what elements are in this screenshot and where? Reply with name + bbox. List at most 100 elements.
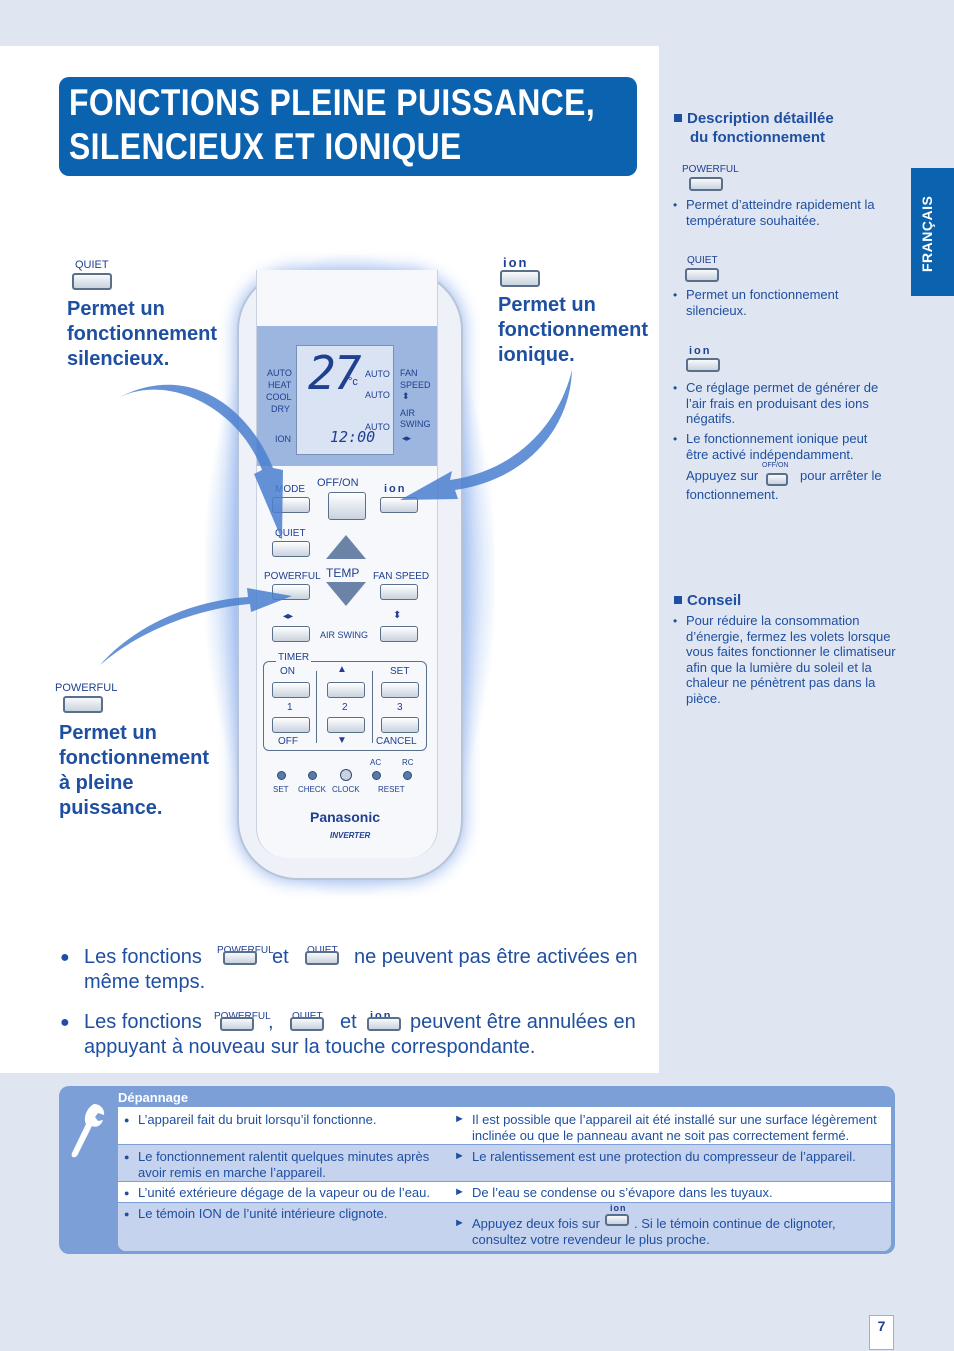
trouble-ion-label: ion: [610, 1203, 627, 1213]
lcd-air: AIR: [400, 408, 416, 418]
arrow-right-icon: ►: [454, 1113, 465, 1125]
arrow-quiet-icon: [118, 384, 283, 540]
timer-set-button[interactable]: [381, 682, 419, 698]
rc-ion-desc-3a: Appuyez sur: [686, 468, 759, 483]
remote-set-label: SET: [390, 666, 410, 677]
timer-on-button[interactable]: [272, 682, 310, 698]
remote-ion-button[interactable]: [380, 497, 418, 513]
page-title: FONCTIONS PLEINE PUISSANCE, SILENCIEUX E…: [59, 77, 637, 176]
lcd-fan-arrows-icon: ⬍: [402, 391, 410, 401]
remote-set2-label: SET: [273, 785, 289, 794]
ion-button-icon: [500, 270, 540, 287]
remote-fanspeed-button[interactable]: [380, 584, 418, 600]
trouble-ion-icon: [605, 1214, 629, 1226]
timer-cancel-button[interactable]: [381, 717, 419, 733]
rc-powerful-icon: [689, 177, 723, 191]
lcd-swing: SWING: [400, 419, 431, 429]
lcd-fan: FAN: [400, 368, 418, 378]
remote-quiet-button[interactable]: [272, 541, 310, 557]
swing-horizontal-icon: ◂▸: [283, 611, 294, 622]
remote-off-label: OFF: [278, 736, 298, 747]
set-dot-button[interactable]: [277, 771, 286, 780]
clock-button[interactable]: [340, 769, 352, 781]
description-heading: Description détaillée du fonctionnement: [674, 109, 834, 147]
bullet-icon: ●: [60, 1014, 70, 1031]
lcd-clock: 12:00: [330, 428, 376, 446]
remote-rc-label: RC: [402, 758, 414, 767]
note2-powerful-icon: [220, 1017, 254, 1031]
bullet-icon: ●: [124, 1115, 130, 1125]
powerful-callout: Permet un fonctionnement à pleine puissa…: [59, 722, 209, 819]
rc-powerful-label: POWERFUL: [682, 164, 739, 175]
rc-reset-dot-button[interactable]: [403, 771, 412, 780]
timer-divider-1: [316, 671, 317, 743]
arrow-powerful-icon: [100, 588, 292, 665]
temp-up-icon[interactable]: [326, 535, 366, 559]
timer-up-button[interactable]: [327, 682, 365, 698]
remote-fanspeed-label: FAN SPEED: [373, 571, 430, 582]
note2-quiet-label: QUIET: [292, 1004, 323, 1029]
powerful-button-icon: [63, 696, 103, 713]
tip-heading: Conseil: [674, 591, 741, 610]
rc-bullet-2: •: [673, 288, 678, 302]
quiet-button-label: QUIET: [75, 259, 109, 271]
rc-ion-desc-1: Ce réglage permet de générer de l’air fr…: [686, 380, 879, 426]
timer-divider-2: [372, 671, 373, 743]
remote-on-label: ON: [280, 666, 295, 677]
note1-powerful-icon: [223, 951, 257, 965]
note2-ion-icon: [367, 1017, 401, 1031]
timer-off-button[interactable]: [272, 717, 310, 733]
rc-quiet-desc: Permet un fonctionnement silencieux.: [686, 287, 839, 318]
remote-quiet-label: QUIET: [275, 528, 306, 539]
lcd-auto-2: AUTO: [365, 390, 390, 400]
quiet-callout: Permet un fonctionnement silencieux.: [67, 298, 217, 370]
remote-temp-label: TEMP: [326, 566, 360, 580]
remote-clock-label: CLOCK: [332, 785, 360, 794]
ac-reset-dot-button[interactable]: [372, 771, 381, 780]
lcd-auto-3: AUTO: [365, 422, 390, 432]
remote-check-label: CHECK: [298, 785, 327, 794]
remote-n1-label: 1: [287, 702, 293, 713]
remote-ion-label: ion: [384, 483, 407, 495]
title-line-2: SILENCIEUX ET IONIQUE: [69, 126, 462, 167]
rc-ion-icon: [686, 358, 720, 372]
lcd-screen: [296, 345, 394, 455]
rc-powerful-desc: Permet d’atteindre rapidement la tempéra…: [686, 197, 875, 228]
remote-reset-label: RESET: [378, 785, 405, 794]
remote-powerful-label: POWERFUL: [264, 571, 321, 582]
inverter-label: INVERTER: [330, 831, 371, 840]
page-number: 7: [869, 1315, 894, 1350]
remote-offon-button[interactable]: [328, 492, 366, 520]
bullet-icon: ●: [124, 1188, 130, 1198]
check-dot-button[interactable]: [308, 771, 317, 780]
arrow-right-icon: ►: [454, 1186, 465, 1198]
wrench-icon: [71, 1104, 105, 1158]
remote-mode-label: MODE: [275, 484, 305, 495]
rc-ion-desc-3c: fonctionnement.: [686, 487, 779, 502]
swing-vertical-icon: ⬍: [393, 610, 402, 621]
remote-swing-h-button[interactable]: [272, 626, 310, 642]
table-row: ● L’appareil fait du bruit lorsqu’il fon…: [118, 1107, 891, 1145]
lcd-auto-1: AUTO: [365, 369, 390, 379]
timer-down-button[interactable]: [327, 717, 365, 733]
remote-offon-label: OFF/ON: [317, 477, 359, 489]
powerful-button-label: POWERFUL: [55, 682, 118, 694]
remote-airswing-label: AIR SWING: [320, 630, 369, 640]
temp-down-icon[interactable]: [326, 582, 366, 606]
tip-text: Pour réduire la consommation d’énergie, …: [686, 613, 896, 706]
lcd-mode-cool: COOL: [266, 392, 292, 402]
arrow-right-icon: ►: [454, 1150, 465, 1162]
lcd-mode-dry: DRY: [271, 404, 290, 414]
rc-offon-label: OFF/ON: [762, 462, 789, 469]
remote-swing-v-button[interactable]: [380, 626, 418, 642]
lcd-ion: ION: [275, 434, 292, 444]
timer-up-icon: ▲: [337, 664, 347, 675]
remote-n2-label: 2: [342, 702, 348, 713]
table-row: ● Le fonctionnement ralentit quelques mi…: [118, 1145, 891, 1182]
note-1: ● Les fonctions POWERFUL et QUIET ne peu…: [60, 945, 660, 997]
language-tab: FRANÇAIS: [911, 168, 954, 296]
note-2: ● Les fonctions POWERFUL , QUIET et ion …: [60, 1010, 660, 1062]
square-bullet-icon: [674, 596, 682, 604]
timer-box: [263, 661, 427, 751]
note2-quiet-icon: [290, 1017, 324, 1031]
